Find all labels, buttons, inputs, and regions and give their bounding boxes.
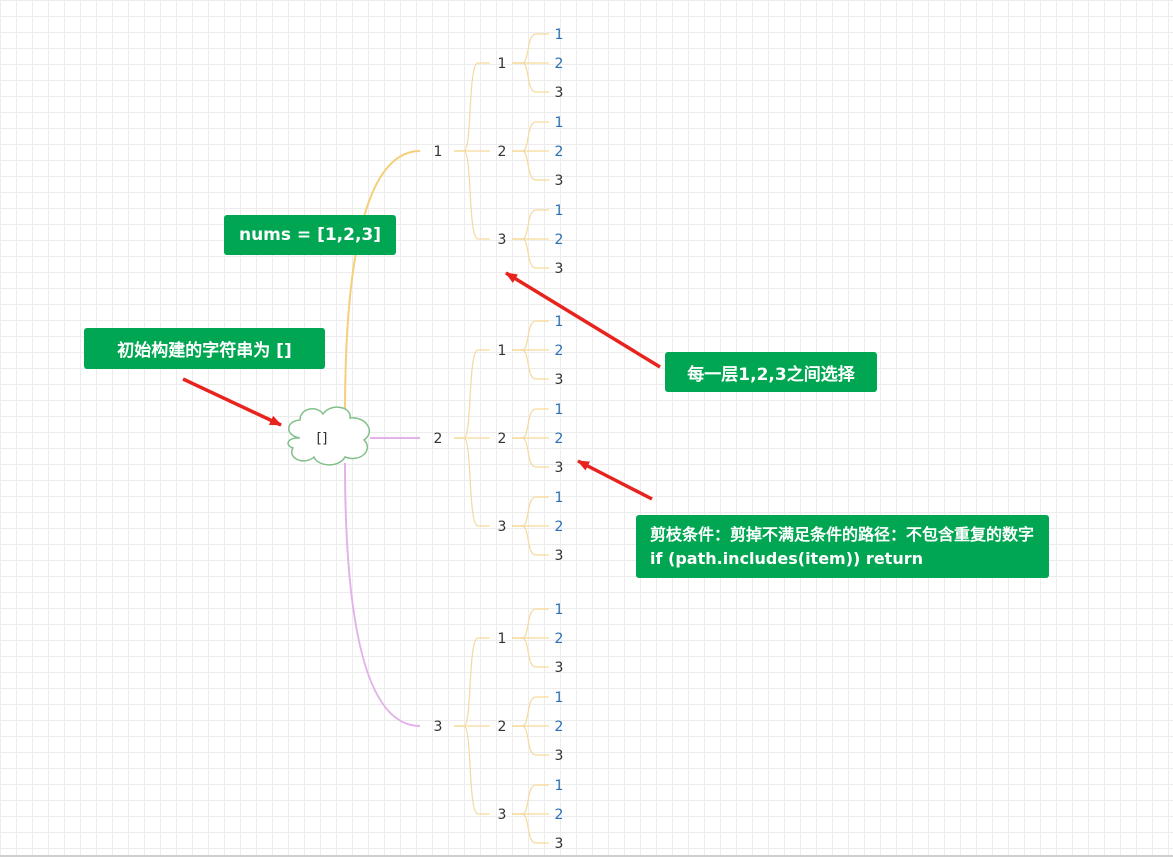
bottom-divider: [0, 855, 1173, 857]
level2-node-2-1[interactable]: 1: [498, 343, 507, 359]
arrow-to-root: [182, 377, 282, 427]
leaf-line-3-1-1: [512, 608, 549, 639]
leaf-node-1-1-2[interactable]: 2: [555, 56, 564, 72]
leaf-node-3-2-3[interactable]: 3: [555, 748, 564, 764]
level2-node-1-2[interactable]: 2: [498, 144, 507, 160]
nums-note: nums = [1,2,3]: [224, 215, 396, 255]
leaf-node-2-2-3[interactable]: 3: [555, 460, 564, 476]
cloud-shape: [287, 406, 370, 466]
leaf-node-3-3-2[interactable]: 2: [555, 807, 564, 823]
leaf-line-1-3-1: [512, 209, 549, 240]
leaf-line-1-2-1: [512, 121, 549, 152]
level2-line-1-1: [454, 62, 490, 152]
leaf-node-1-2-3[interactable]: 3: [555, 173, 564, 189]
leaf-node-1-2-2[interactable]: 2: [555, 144, 564, 160]
leaf-node-1-1-3[interactable]: 3: [555, 85, 564, 101]
pruning-condition-note: 剪枝条件：剪掉不满足条件的路径：不包含重复的数字 if (path.includ…: [636, 515, 1049, 578]
leaf-node-3-1-2[interactable]: 2: [555, 631, 564, 647]
layer-choice-note: 每一层1,2,3之间选择: [665, 352, 877, 392]
level1-node-3[interactable]: 3: [434, 719, 443, 735]
leaf-node-3-3-1[interactable]: 1: [555, 778, 564, 794]
pruning-condition-note-text: 剪枝条件：剪掉不满足条件的路径：不包含重复的数字 if (path.includ…: [650, 524, 1035, 568]
leaf-node-1-1-1[interactable]: 1: [555, 27, 564, 43]
leaf-node-1-3-1[interactable]: 1: [555, 203, 564, 219]
leaf-line-1-1-1: [512, 33, 549, 64]
leaf-line-3-1-3: [512, 637, 549, 668]
level2-line-3-1: [454, 637, 490, 727]
annotation-arrows: [182, 271, 661, 501]
leaf-line-3-2-1: [512, 696, 549, 727]
leaf-node-3-2-1[interactable]: 1: [555, 690, 564, 706]
arrow-to-layer: [505, 271, 661, 369]
leaf-line-2-1-3: [512, 349, 549, 380]
nums-note-text: nums = [1,2,3]: [238, 225, 382, 245]
level2-line-2-3: [454, 437, 490, 527]
leaf-node-1-3-3[interactable]: 3: [555, 261, 564, 277]
leaf-node-2-1-3[interactable]: 3: [555, 372, 564, 388]
arrow-to-prune: [577, 459, 653, 501]
level1-node-2[interactable]: 2: [434, 431, 443, 447]
branch-line-3: [344, 462, 421, 727]
root-node[interactable]: []: [287, 406, 370, 466]
leaf-node-2-3-3[interactable]: 3: [555, 548, 564, 564]
initial-string-note-text: 初始构建的字符串为 []: [117, 341, 292, 361]
leaf-line-1-1-3: [512, 62, 549, 93]
level2-line-2-1: [454, 349, 490, 439]
leaf-line-3-2-3: [512, 725, 549, 756]
leaf-line-1-2-3: [512, 150, 549, 181]
level2-line-1-3: [454, 150, 490, 240]
level1-node-1[interactable]: 1: [434, 144, 443, 160]
leaf-node-2-3-1[interactable]: 1: [555, 490, 564, 506]
leaf-node-2-2-2[interactable]: 2: [555, 431, 564, 447]
leaf-line-3-3-3: [512, 813, 549, 844]
level2-line-3-3: [454, 725, 490, 815]
leaf-line-2-2-1: [512, 408, 549, 439]
leaf-line-1-3-3: [512, 238, 549, 269]
level2-node-1-1[interactable]: 1: [498, 56, 507, 72]
leaf-node-2-3-2[interactable]: 2: [555, 519, 564, 535]
leaf-line-2-3-3: [512, 525, 549, 556]
layer-choice-note-text: 每一层1,2,3之间选择: [687, 364, 855, 385]
leaf-node-3-1-1[interactable]: 1: [555, 602, 564, 618]
leaf-node-1-3-2[interactable]: 2: [555, 232, 564, 248]
leaf-node-2-1-1[interactable]: 1: [555, 314, 564, 330]
tree-connectors: [344, 33, 549, 844]
leaf-node-3-1-3[interactable]: 3: [555, 660, 564, 676]
level2-node-1-3[interactable]: 3: [498, 232, 507, 248]
leaf-line-2-3-1: [512, 496, 549, 527]
leaf-node-3-2-2[interactable]: 2: [555, 719, 564, 735]
level2-node-2-2[interactable]: 2: [498, 431, 507, 447]
root-label: []: [317, 431, 328, 447]
level2-node-3-3[interactable]: 3: [498, 807, 507, 823]
leaf-node-2-1-2[interactable]: 2: [555, 343, 564, 359]
leaf-node-2-2-1[interactable]: 1: [555, 402, 564, 418]
initial-string-note: 初始构建的字符串为 []: [84, 328, 325, 369]
level2-node-3-1[interactable]: 1: [498, 631, 507, 647]
leaf-line-2-1-1: [512, 320, 549, 351]
level2-node-2-3[interactable]: 3: [498, 519, 507, 535]
leaf-node-3-3-3[interactable]: 3: [555, 836, 564, 852]
leaf-node-1-2-1[interactable]: 1: [555, 115, 564, 131]
level2-node-3-2[interactable]: 2: [498, 719, 507, 735]
leaf-line-3-3-1: [512, 784, 549, 815]
leaf-line-2-2-3: [512, 437, 549, 468]
tree-labels: 1 1 1 2 3 2 1 2 3 3 1 2 3 2 1 1 2 3 2 1 2 3 3 1 2 3 3 1 1 2 3 2 1 2 3 3 1 2 3: [434, 27, 564, 852]
branch-line-1: [344, 150, 421, 414]
